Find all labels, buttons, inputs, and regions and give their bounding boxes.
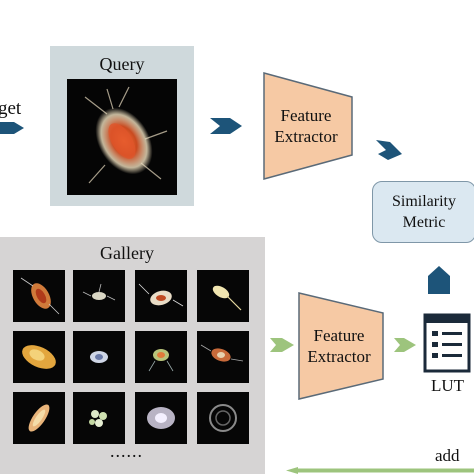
query-panel: Query (50, 46, 194, 206)
gallery-thumb-5 (13, 331, 65, 383)
gallery-thumb-2 (73, 270, 125, 322)
extractor-to-similarity-arrow-icon (376, 140, 402, 160)
target-label: get (0, 98, 22, 119)
gallery-to-extractor-arrow-icon (270, 338, 294, 352)
copepod-specimen-icon (84, 86, 168, 184)
copepod-specimen-icon (138, 283, 184, 307)
bright-plankton-specimen-icon (212, 285, 242, 311)
similarity-line2: Metric (402, 214, 446, 231)
gallery-title: Gallery (100, 243, 154, 263)
jellyfish-specimen-icon (90, 351, 108, 363)
rod-plankton-specimen-icon (28, 404, 50, 432)
gallery-thumb-10 (73, 392, 125, 444)
gallery-thumb-7 (135, 331, 187, 383)
copepod-specimen-icon (20, 277, 60, 315)
gallery-thumb-9 (13, 392, 65, 444)
shell-plankton-specimen-icon (209, 404, 237, 432)
trapezoid-shape-icon (263, 72, 353, 180)
gallery-thumb-6 (73, 331, 125, 383)
input-arrow-icon (0, 122, 24, 134)
feature-extractor-bottom-line2: Extractor (307, 347, 371, 366)
query-to-extractor-arrow-icon (210, 118, 242, 134)
colonial-plankton-specimen-icon (89, 410, 107, 427)
list-table-icon (423, 313, 471, 373)
similarity-metric-text: Similarity Metric (373, 191, 474, 233)
gallery-thumb-4 (197, 270, 249, 322)
lut-label: LUT (431, 376, 465, 395)
small-plankton-specimen-icon (82, 283, 116, 301)
larva-specimen-icon (22, 345, 56, 369)
gallery-thumb-11 (135, 392, 187, 444)
gallery-thumb-8 (197, 331, 249, 383)
trapezoid-shape-icon (298, 292, 384, 400)
gallery-thumb-12 (197, 392, 249, 444)
copepod-specimen-icon (200, 344, 244, 362)
gallery-ellipsis: ...... (110, 441, 143, 461)
green-plankton-specimen-icon (148, 349, 174, 372)
similarity-line1: Similarity (392, 193, 456, 210)
gallery-thumb-3 (135, 270, 187, 322)
extractor-to-lut-arrow-icon (394, 338, 416, 352)
feature-extractor-top-line1: Feature (280, 106, 332, 125)
query-image (67, 79, 177, 195)
add-label: add (435, 446, 460, 465)
similarity-metric-box: Similarity Metric (372, 181, 474, 243)
glowing-plankton-specimen-icon (147, 407, 175, 429)
lut-to-similarity-arrow-icon (428, 266, 450, 294)
feature-extractor-top-line2: Extractor (274, 127, 338, 146)
feature-extractor-top: Feature Extractor (262, 71, 354, 181)
add-arrow-icon (286, 467, 474, 474)
query-title: Query (99, 54, 145, 74)
gallery-thumb-1 (13, 270, 65, 322)
feature-extractor-bottom: Feature Extractor (297, 291, 389, 401)
feature-extractor-bottom-line1: Feature (313, 326, 365, 345)
